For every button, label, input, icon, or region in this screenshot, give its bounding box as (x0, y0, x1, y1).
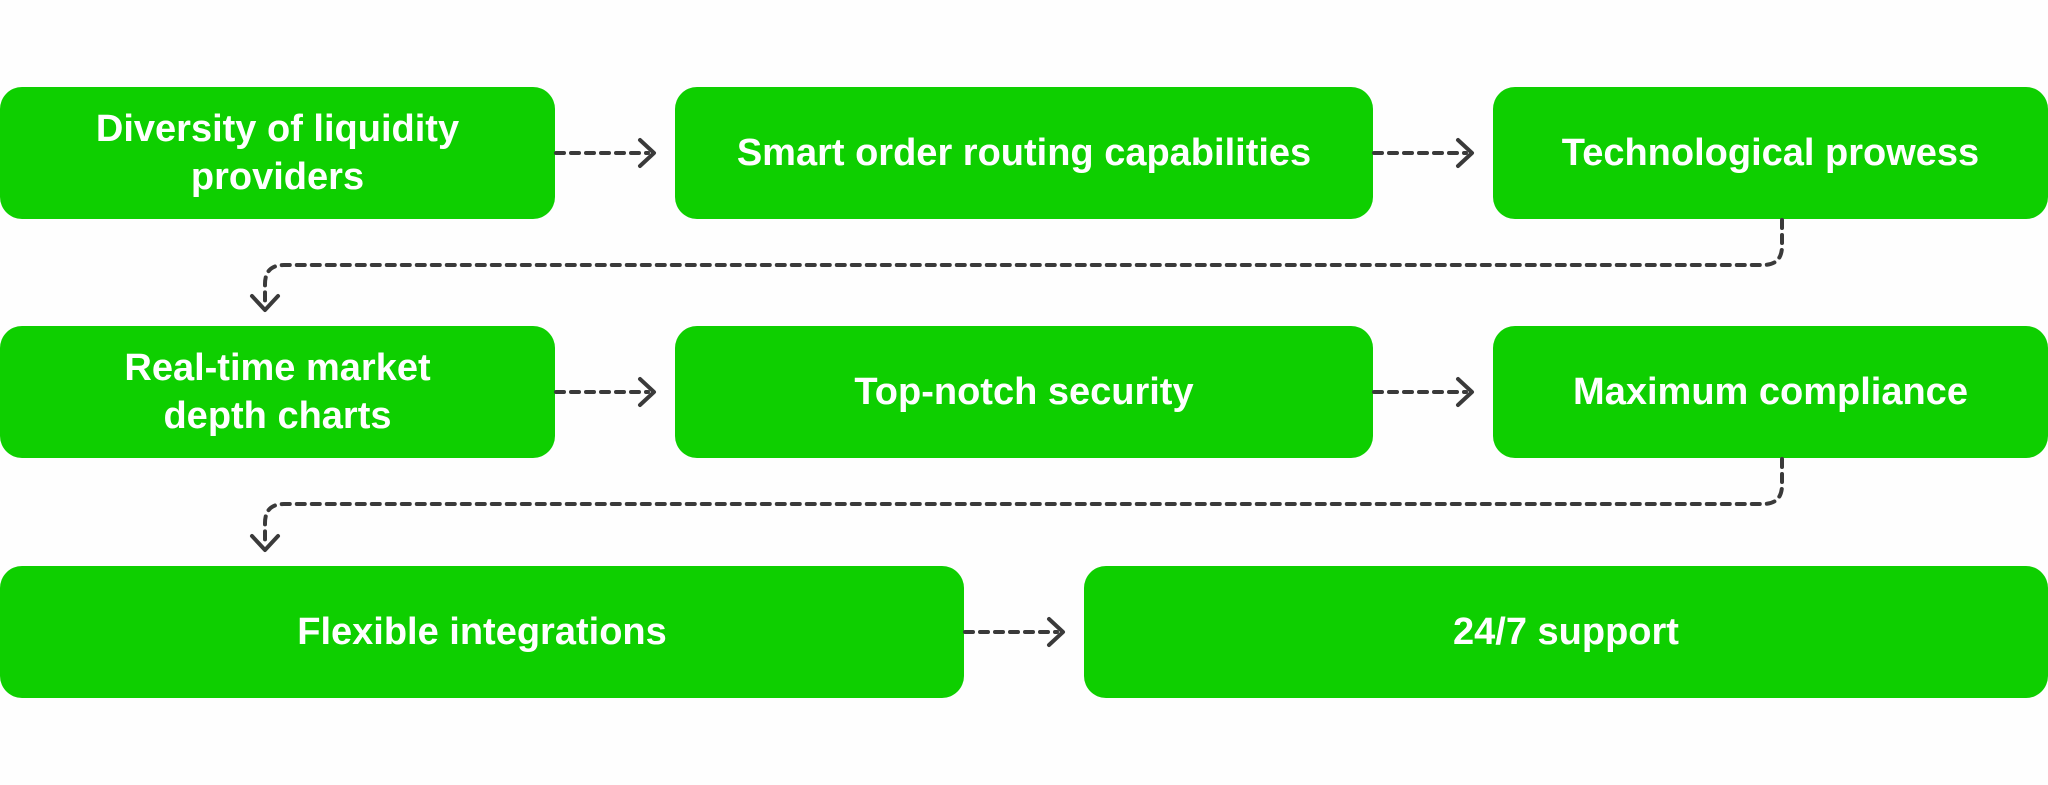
step-box-top-notch-security: Top-notch security (675, 326, 1373, 458)
arrow-step1-to-step2 (554, 138, 656, 168)
step-label: Smart order routing capabilities (736, 132, 1312, 174)
step-box-diversity-of-liquidity-providers: Diversity of liquidity providers (0, 87, 555, 219)
step-box-maximum-compliance: Maximum compliance (1493, 326, 2048, 458)
arrow-step5-to-step6 (1372, 377, 1474, 407)
arrow-step3-to-step4 (250, 218, 1784, 312)
step-label: Maximum compliance (1573, 371, 1968, 413)
step-label: Flexible integrations (297, 611, 667, 653)
arrow-step2-to-step3 (1372, 138, 1474, 168)
arrow-step6-to-step7 (250, 457, 1784, 552)
step-box-flexible-integrations: Flexible integrations (0, 566, 964, 698)
step-label: 24/7 support (1453, 611, 1679, 653)
arrow-step7-to-step8 (963, 617, 1065, 647)
step-box-real-time-market-depth-charts: Real-time market depth charts (0, 326, 555, 458)
step-label: Technological prowess (1561, 132, 1980, 174)
step-box-technological-prowess: Technological prowess (1493, 87, 2048, 219)
step-box-smart-order-routing: Smart order routing capabilities (675, 87, 1373, 219)
step-label: Top-notch security (854, 371, 1194, 413)
step-label: Diversity of liquidity providers (95, 108, 460, 198)
step-box-24-7-support: 24/7 support (1084, 566, 2048, 698)
step-label: Real-time market depth charts (124, 347, 431, 437)
arrow-step4-to-step5 (554, 377, 656, 407)
